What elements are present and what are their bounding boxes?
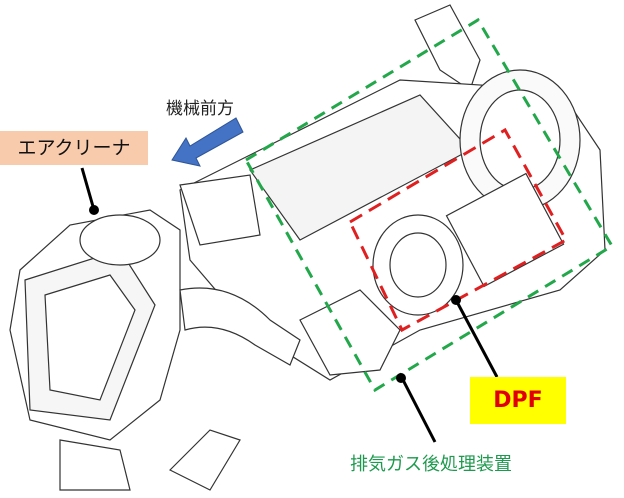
leader-lines — [80, 167, 499, 443]
dpf-outline — [348, 127, 569, 333]
machine-front-label: 機械前方 — [166, 99, 234, 119]
dpf-label: DPF — [470, 377, 566, 424]
leader-dots — [89, 205, 461, 383]
exhaust-aftertreatment-outline — [243, 17, 615, 393]
engine-line-art — [9, 4, 606, 491]
exhaust-aftertreatment-label: 排気ガス後処理装置 — [350, 454, 512, 475]
air-cleaner-label: エアクリーナ — [0, 131, 148, 165]
front-direction-arrow-icon — [171, 117, 244, 167]
